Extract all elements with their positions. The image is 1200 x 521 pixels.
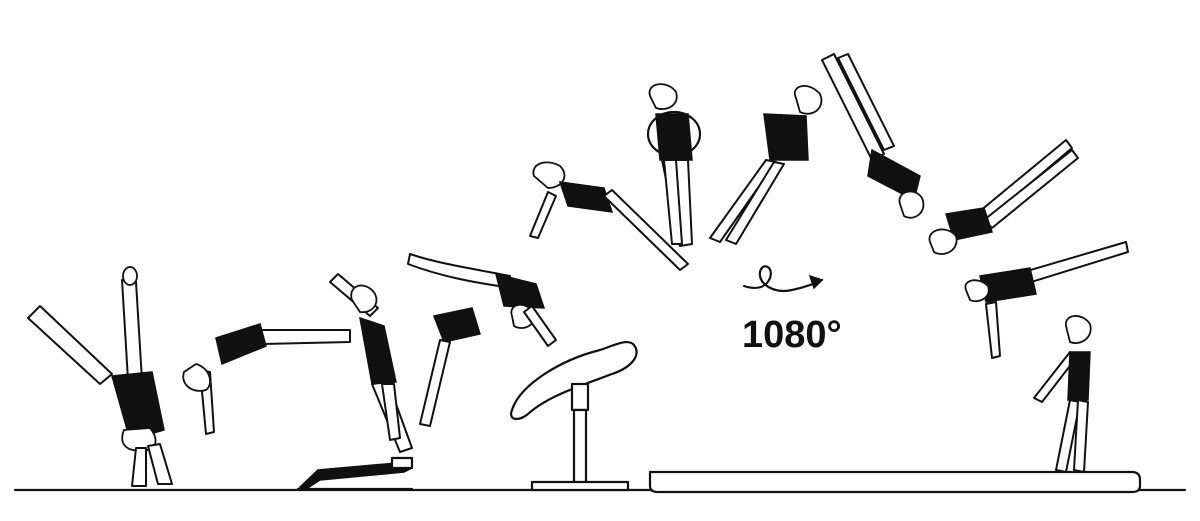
gymnast-takeoff-figure — [329, 273, 413, 453]
springboard — [296, 456, 414, 491]
gymnast-twist-figure-1 — [646, 83, 702, 247]
gymnast-landing-figure — [1033, 315, 1092, 473]
vault-table — [510, 341, 638, 492]
gymnast-twist-figure-4 — [928, 139, 1079, 255]
gymnast-opening-figure — [964, 241, 1129, 359]
gymnast-dive-figure — [182, 323, 351, 435]
twist-rotation-arrow-icon — [742, 265, 824, 292]
gymnast-run-up-figure — [27, 266, 173, 487]
gymnast-twist-figure-3 — [821, 53, 925, 219]
gymnast-preflight-figure — [529, 161, 689, 271]
gymnast-repulsion-figure — [407, 253, 557, 427]
rotation-degrees-label: 1080° — [742, 314, 842, 356]
landing-mat — [648, 470, 1142, 494]
gymnast-twist-figure-2 — [709, 85, 823, 245]
